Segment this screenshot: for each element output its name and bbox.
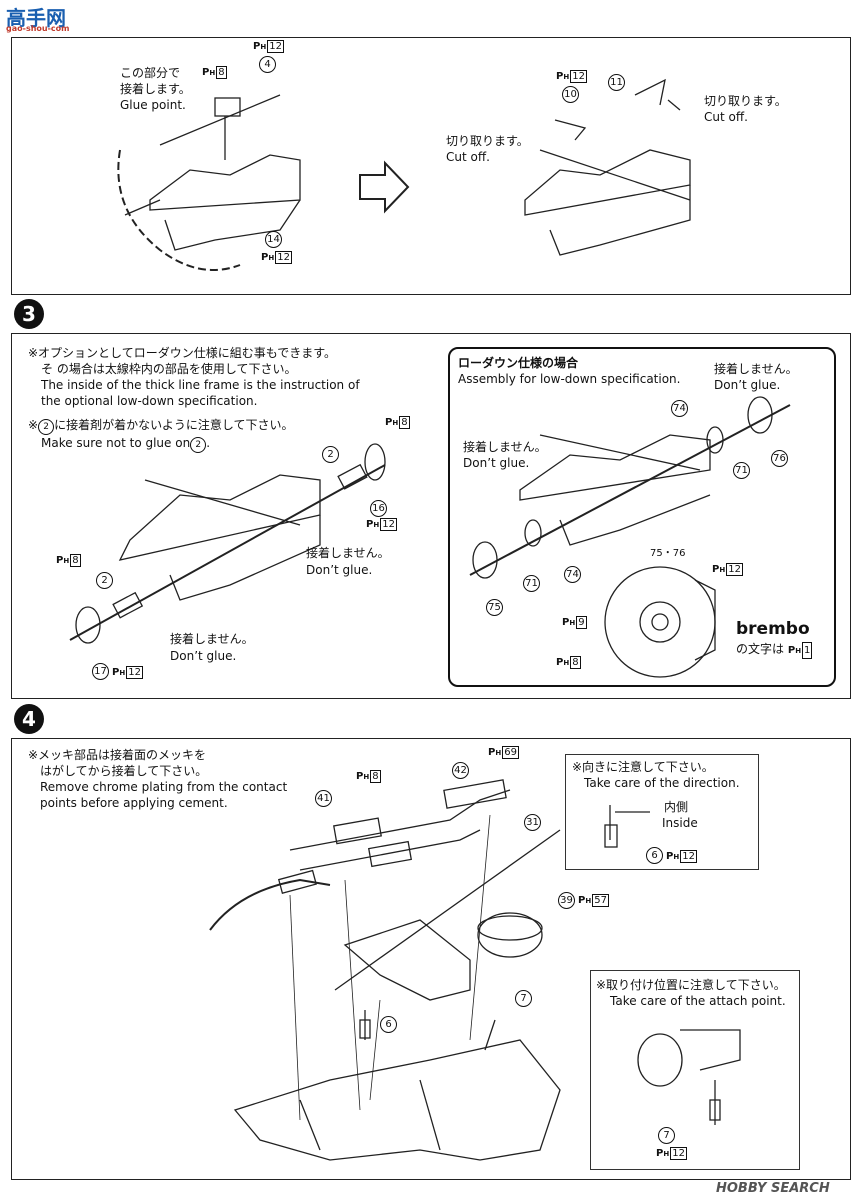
direction-title-jp: ※向きに注意して下さい。 — [572, 760, 714, 774]
dont-glue-jp-2: 接着しません。 — [170, 632, 254, 646]
site-logo-text: 高手网 — [6, 6, 66, 30]
part-number: 11 — [608, 74, 625, 91]
step-number: 4 — [14, 704, 44, 734]
part-number: 6 — [380, 1016, 397, 1033]
lowdown-title: ローダウン仕様の場合 — [458, 356, 579, 370]
glue-point-en: Glue point. — [120, 98, 186, 112]
part-number: 74 — [564, 566, 581, 583]
direction-title-en: Take care of the direction. — [584, 776, 740, 790]
step3-note1-line1: ※オプションとしてローダウン仕様に組む事もできます。 — [28, 346, 337, 360]
part-number: 7 — [658, 1127, 675, 1144]
step3-note1-line2: そ の場合は太線枠内の部品を使用して下さい。 — [41, 362, 297, 376]
part-number: 14 — [265, 231, 282, 248]
part-number: 71 — [523, 575, 540, 592]
lowdown-dont-glue-en-2: Don’t glue. — [463, 456, 530, 470]
lowdown-dont-glue-jp: 接着しません。 — [714, 362, 798, 376]
glue-point-jp1: この部分で — [120, 66, 181, 80]
site-logo-sub: gao-shou-com — [6, 24, 70, 33]
cut-off-left-en: Cut off. — [446, 150, 490, 164]
part-number-75-76: 75・76 — [650, 548, 686, 559]
cut-off-left-jp: 切り取ります。 — [446, 134, 529, 148]
part-number: 76 — [771, 450, 788, 467]
part-number: 71 — [733, 462, 750, 479]
part-number: 2 — [96, 572, 113, 589]
dont-glue-en: Don’t glue. — [306, 563, 373, 577]
part-number: 75 — [486, 599, 503, 616]
cut-off-right-en: Cut off. — [704, 110, 748, 124]
part-number: 74 — [671, 400, 688, 417]
part-number: 4 — [259, 56, 276, 73]
step4-note-line4: points before applying cement. — [40, 796, 228, 810]
step4-note-line1: ※メッキ部品は接着面のメッキを — [28, 748, 207, 762]
part-number: 42 — [452, 762, 469, 779]
site-logo: 高手网 gao-shou-com — [2, 0, 72, 34]
step3-note1-line3: The inside of the thick line frame is th… — [41, 378, 360, 392]
inside-jp: 内側 — [664, 800, 689, 814]
step-number: 3 — [14, 299, 44, 329]
lowdown-dont-glue-jp-2: 接着しません。 — [463, 440, 547, 454]
cut-off-right-jp: 切り取ります。 — [704, 94, 787, 108]
step4-note-line2: はがしてから接着して下さい。 — [40, 764, 208, 778]
inside-en: Inside — [662, 816, 698, 830]
lowdown-dont-glue-en: Don’t glue. — [714, 378, 781, 392]
lowdown-subtitle: Assembly for low-down specification. — [458, 372, 681, 386]
part-number: 10 — [562, 86, 579, 103]
dont-glue-en-2: Don’t glue. — [170, 649, 237, 663]
brembo-logo: brembo — [736, 619, 810, 639]
attach-title-jp: ※取り付け位置に注意して下さい。 — [596, 978, 786, 992]
watermark: HOBBY SEARCH — [716, 1181, 830, 1196]
part-number: 41 — [315, 790, 332, 807]
part-number: 2 — [322, 446, 339, 463]
part-number: 16 — [370, 500, 387, 517]
part-number: 6 — [646, 847, 663, 864]
part-number: 39 — [558, 892, 575, 909]
step3-note1-line4: the optional low-down specification. — [41, 394, 258, 408]
dont-glue-jp: 接着しません。 — [306, 546, 390, 560]
attach-title-en: Take care of the attach point. — [610, 994, 786, 1008]
part-number: 17 — [92, 663, 109, 680]
step4-note-line3: Remove chrome plating from the contact — [40, 780, 288, 794]
part-number: 7 — [515, 990, 532, 1007]
glue-point-jp2: 接着します。 — [120, 82, 191, 96]
part-number: 31 — [524, 814, 541, 831]
